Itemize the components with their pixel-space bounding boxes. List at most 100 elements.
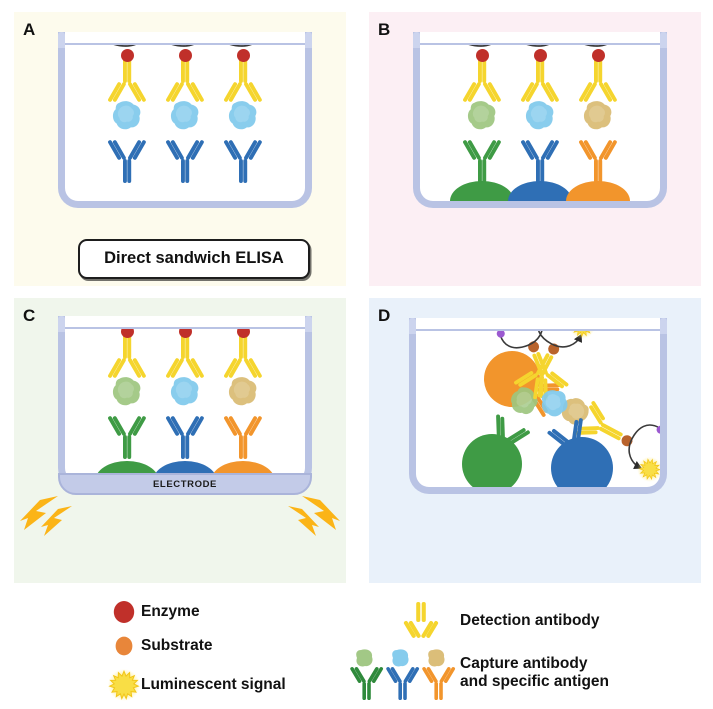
capture-antibody [459, 133, 505, 190]
legend-item-substrate: Substrate [107, 635, 213, 657]
legend-item-detection-antibody: Detection antibody [382, 600, 600, 642]
antigen [534, 383, 578, 429]
detection-antibody [517, 57, 563, 114]
panel-a-caption: Direct sandwich ELISA [78, 239, 310, 279]
detection-antibody [220, 333, 266, 390]
legend-label-luminescent: Luminescent signal [141, 676, 286, 694]
enzyme-dot-icon [107, 600, 141, 624]
bead-blue [551, 437, 613, 487]
antigen [465, 99, 499, 138]
detection-antibody-icon [382, 600, 460, 642]
legend-label-capture-line2: and specific antigen [460, 673, 610, 690]
enzyme-dot [120, 49, 134, 62]
reaction-group [491, 331, 563, 359]
detection-antibody [513, 343, 577, 413]
bead-green [462, 434, 522, 487]
detection-antibody [104, 57, 150, 114]
well-c-rim-left [58, 316, 65, 332]
legend-label-capture-line1: Capture antibody [460, 655, 588, 673]
electrode-label: ELECTRODE [153, 478, 217, 490]
detection-antibody [220, 57, 266, 114]
antigen [110, 375, 144, 414]
panel-a-letter: A [23, 20, 36, 39]
well-d [409, 318, 667, 494]
well-d-rim-right [660, 318, 667, 334]
detection-antibody [459, 57, 505, 114]
antigen [168, 99, 202, 138]
well-c-topline [65, 327, 305, 329]
electrode-band: ELECTRODE [58, 473, 312, 495]
capture-antibody [162, 133, 208, 190]
panel-b-letter: B [378, 20, 391, 39]
antigen [226, 99, 260, 138]
reaction-group [151, 45, 221, 49]
enzyme-dot [591, 49, 605, 62]
lightning-bolt-right [288, 494, 340, 543]
panel-d: D Flow cytometric bead– based multiplex … [369, 298, 701, 583]
antigen [226, 375, 260, 414]
capture-antibody-antigen-icon [348, 644, 460, 702]
antigen [548, 387, 596, 433]
panel-c-letter: C [23, 306, 36, 325]
antigen-spot-mound [566, 181, 630, 201]
legend-label-enzyme: Enzyme [141, 603, 200, 621]
enzyme-dot [120, 329, 134, 338]
well-a-topline [65, 43, 305, 45]
detection-antibody [162, 57, 208, 114]
reaction-group [93, 45, 163, 49]
antigen [500, 380, 546, 428]
panel-a: A Direct sandwich ELISA [14, 12, 346, 286]
capture-antibody [517, 133, 563, 190]
luminescent-star-icon [107, 668, 141, 702]
capture-antibody [575, 133, 621, 190]
luminescent-star [628, 449, 660, 487]
capture-antibody [104, 409, 150, 466]
enzyme-dot [475, 49, 489, 62]
well-a-rim-left [58, 32, 65, 48]
well-b-rim-left [413, 32, 420, 48]
well-a-inner [65, 45, 305, 201]
antigen-spot-mound [450, 181, 514, 201]
legend: Enzyme Substrate Luminescent signal [0, 592, 713, 709]
panel-c: C ELECTRODE Multiplex elect [14, 298, 346, 583]
capture-antibody [220, 409, 266, 466]
legend-item-capture-antibody: Capture antibody and specific antigen [348, 644, 609, 702]
enzyme-dot [236, 329, 250, 338]
reaction-group [506, 45, 576, 49]
enzyme-dot [178, 329, 192, 338]
luminescent-star [562, 331, 600, 348]
antigen-spot-mound [508, 181, 572, 201]
legend-item-enzyme: Enzyme [107, 600, 200, 624]
enzyme-dot [533, 49, 547, 62]
legend-item-luminescent: Luminescent signal [107, 668, 286, 702]
detection-antibody [575, 57, 621, 114]
detection-antibody [104, 333, 150, 390]
legend-label-detection-antibody: Detection antibody [460, 612, 600, 630]
legend-label-capture-antibody: Capture antibody and specific antigen [460, 655, 609, 690]
substrate-dot-icon [107, 635, 141, 657]
capture-antibody [220, 133, 266, 190]
lightning-bolt-left [20, 494, 72, 543]
antigen [168, 375, 202, 414]
enzyme-dot [178, 49, 192, 62]
well-c-rim-right [305, 316, 312, 332]
panel-b: B Multiplex chemiluminescent array [369, 12, 701, 286]
well-a [58, 32, 312, 208]
detection-antibody [162, 333, 208, 390]
reaction-group [209, 45, 279, 49]
antigen [581, 99, 615, 138]
reaction-group [448, 45, 518, 49]
legend-label-substrate: Substrate [141, 637, 213, 655]
well-b-topline [420, 43, 660, 45]
reaction-group [564, 45, 634, 49]
well-d-rim-left [409, 318, 416, 334]
antigen [110, 99, 144, 138]
well-c: ELECTRODE [58, 316, 312, 495]
well-d-topline [416, 329, 660, 331]
well-c-inner [65, 329, 305, 481]
capture-antibody [162, 409, 208, 466]
well-b-rim-right [660, 32, 667, 48]
detection-antibody [562, 391, 634, 458]
well-d-inner [416, 331, 660, 487]
